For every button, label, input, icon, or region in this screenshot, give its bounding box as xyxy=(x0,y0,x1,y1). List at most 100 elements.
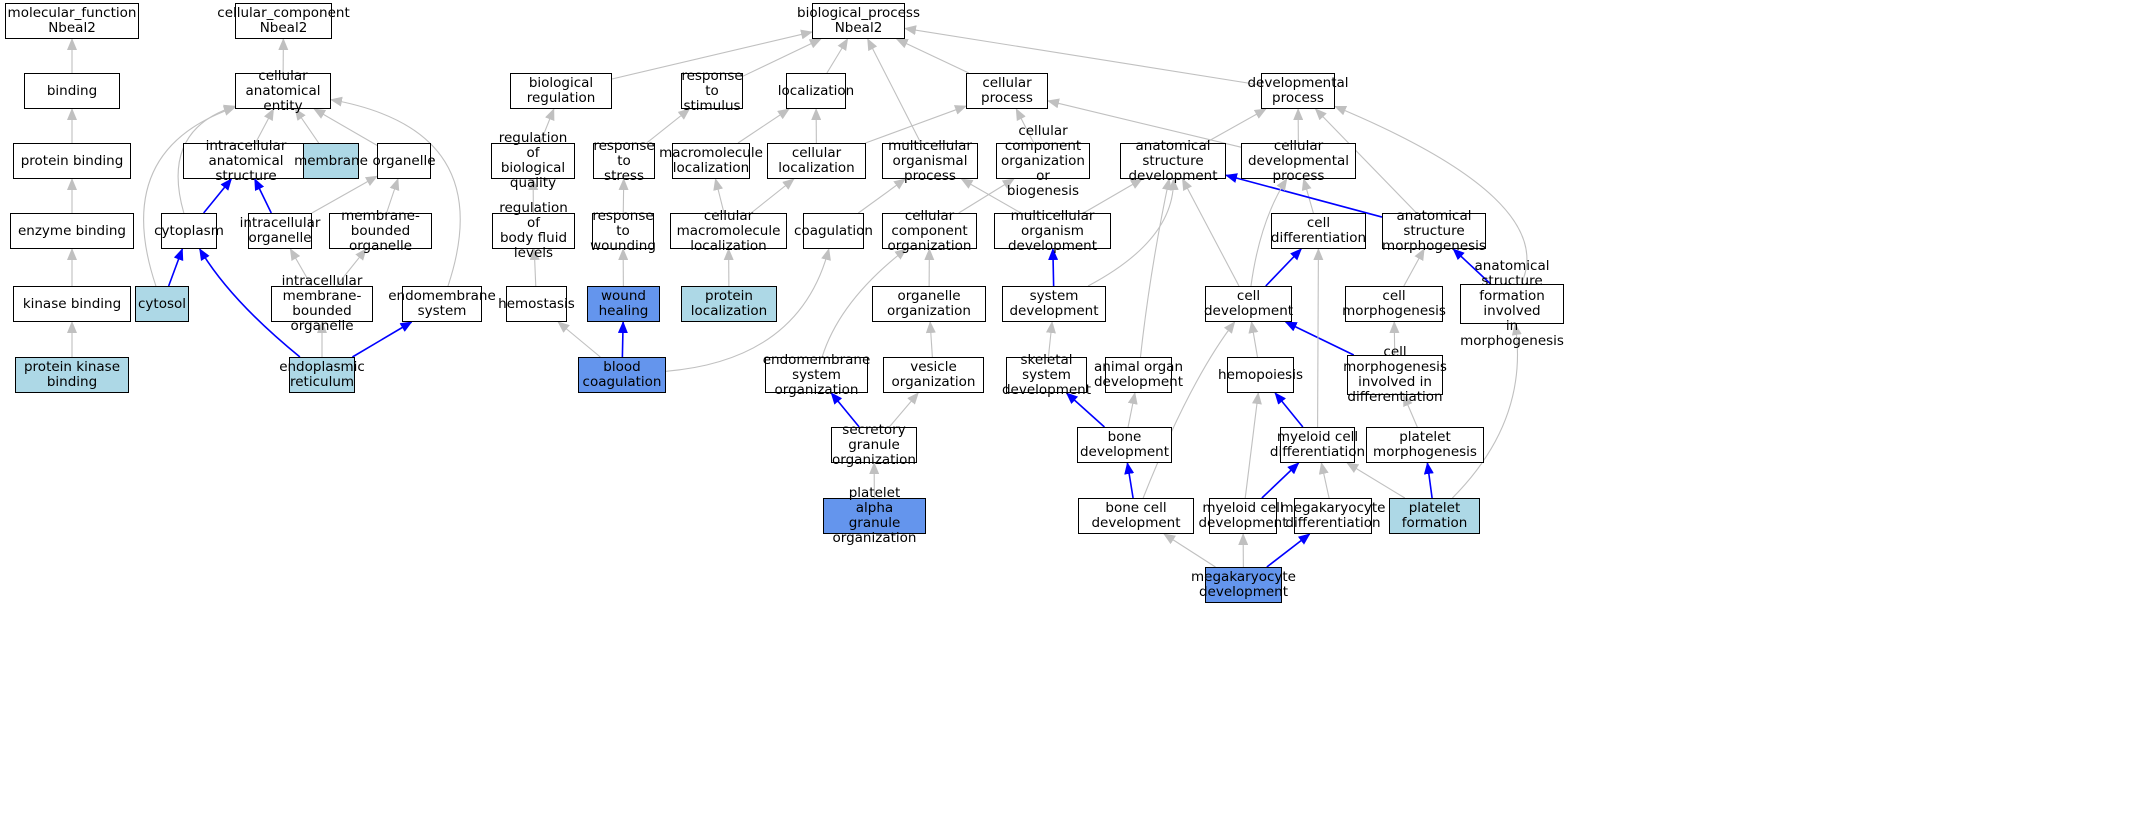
go-term-node[interactable]: intracellular organelle xyxy=(240,213,320,249)
is-a-edge xyxy=(557,321,601,358)
go-term-node[interactable]: megakaryocyte differentiation xyxy=(1281,498,1385,534)
go-term-node[interactable]: cellular developmental process xyxy=(1241,138,1356,183)
go-term-node[interactable]: megakaryocyte development xyxy=(1191,567,1296,603)
is-a-edge xyxy=(254,178,272,214)
go-term-node[interactable]: cellular_component Nbeal2 xyxy=(217,3,350,39)
is-a-edge xyxy=(826,38,849,74)
go-term-node[interactable]: cellular component organization or bioge… xyxy=(996,123,1090,198)
go-term-node[interactable]: multicellular organism development xyxy=(994,208,1111,253)
is-a-edge xyxy=(1261,462,1300,499)
is-a-edge xyxy=(1083,178,1143,214)
is-a-edge xyxy=(1142,321,1236,499)
go-term-node[interactable]: organelle xyxy=(372,143,436,179)
is-a-edge xyxy=(330,96,461,287)
go-term-node[interactable]: coagulation xyxy=(794,213,873,249)
go-term-node[interactable]: system development xyxy=(1002,286,1106,322)
go-term-node[interactable]: response to stress xyxy=(593,137,655,184)
go-term-node[interactable]: regulation of body fluid levels xyxy=(492,201,575,261)
is-a-edge xyxy=(925,321,936,358)
go-term-node[interactable]: kinase binding xyxy=(13,286,131,322)
go-term-node[interactable]: multicellular organismal process xyxy=(882,138,978,183)
go-term-node[interactable]: endomembrane system organization xyxy=(762,351,871,398)
is-a-edge xyxy=(311,175,378,214)
go-term-node[interactable]: cellular anatomical entity xyxy=(235,68,331,113)
go-term-node[interactable]: membrane xyxy=(294,143,368,179)
go-term-node[interactable]: cytoplasm xyxy=(154,213,224,249)
is-a-edge xyxy=(1452,248,1492,285)
go-term-node[interactable]: platelet morphogenesis xyxy=(1366,427,1484,463)
go-term-node[interactable]: cell morphogenesis xyxy=(1342,286,1446,322)
is-a-edge xyxy=(1266,533,1311,568)
go-term-node[interactable]: skeletal system development xyxy=(1001,351,1092,398)
go-term-node[interactable]: hemopoiesis xyxy=(1218,357,1303,393)
go-term-node[interactable]: bone development xyxy=(1077,427,1172,463)
is-a-edge xyxy=(1163,533,1216,568)
go-term-node[interactable]: binding xyxy=(24,73,120,109)
is-a-edge xyxy=(865,105,967,144)
go-term-node[interactable]: localization xyxy=(778,73,854,109)
go-term-node[interactable]: anatomical structure morphogenesis xyxy=(1382,207,1486,254)
is-a-edge xyxy=(713,178,725,214)
go-term-node[interactable]: cellular process xyxy=(966,73,1048,109)
is-a-edge xyxy=(1248,321,1259,358)
go-term-node[interactable]: myeloid cell development xyxy=(1198,498,1288,534)
go-term-node[interactable]: cell differentiation xyxy=(1271,213,1366,249)
is-a-edge xyxy=(895,38,970,74)
go-term-node[interactable]: macromolecule localization xyxy=(659,143,763,179)
go-term-node[interactable]: bone cell development xyxy=(1078,498,1194,534)
go-term-node[interactable]: protein binding xyxy=(13,143,131,179)
go-term-node[interactable]: molecular_function Nbeal2 xyxy=(5,3,139,39)
go-term-node[interactable]: wound healing xyxy=(587,286,660,322)
go-term-node[interactable]: developmental process xyxy=(1247,73,1349,109)
go-term-node[interactable]: response to stimulus xyxy=(681,67,743,114)
go-term-node[interactable]: secretory granule organization xyxy=(831,421,917,468)
is-a-edge xyxy=(1139,178,1172,358)
is-a-edge xyxy=(1065,392,1105,428)
is-a-edge xyxy=(1047,98,1242,148)
go-term-node[interactable]: biological_process Nbeal2 xyxy=(797,3,920,39)
go-term-node[interactable]: cell development xyxy=(1204,286,1293,322)
go-term-node[interactable]: biological regulation xyxy=(510,73,612,109)
go-term-node[interactable]: endomembrane system xyxy=(388,286,496,322)
is-a-edge xyxy=(904,25,1262,86)
go-term-node[interactable]: cellular macromolecule localization xyxy=(670,208,787,253)
go-term-node[interactable]: intracellular membrane-bounded organelle xyxy=(271,274,373,334)
is-a-edge xyxy=(1314,108,1417,214)
is-a-edge xyxy=(1334,105,1528,285)
is-a-edge xyxy=(1127,392,1138,428)
go-term-node[interactable]: membrane-bounded organelle xyxy=(329,208,432,253)
go-term-node[interactable]: protein localization xyxy=(681,286,777,322)
go-term-node[interactable]: cellular component organization xyxy=(882,208,977,253)
go-term-node[interactable]: organelle organization xyxy=(872,286,986,322)
is-a-edge xyxy=(867,38,922,144)
go-term-node[interactable]: cellular localization xyxy=(767,143,866,179)
is-a-edge xyxy=(199,248,301,358)
is-a-edge xyxy=(289,248,313,287)
go-term-node[interactable]: myeloid cell differentiation xyxy=(1270,427,1365,463)
is-a-edge xyxy=(1301,178,1314,214)
go-term-node[interactable]: platelet alpha granule organization xyxy=(823,486,926,546)
go-term-node[interactable]: vesicle organization xyxy=(883,357,984,393)
go-term-node[interactable]: blood coagulation xyxy=(578,357,666,393)
go-term-node[interactable]: enzyme binding xyxy=(10,213,134,249)
go-term-node[interactable]: regulation of biological quality xyxy=(491,131,575,191)
is-a-edge xyxy=(1265,248,1302,287)
is-a-edge xyxy=(203,178,232,214)
go-term-node[interactable]: hemostasis xyxy=(498,286,575,322)
go-term-node[interactable]: anatomical structure development xyxy=(1120,138,1226,183)
go-term-node[interactable]: anatomical structure formation involved … xyxy=(1460,258,1564,349)
is-a-edge xyxy=(646,108,691,144)
go-term-node[interactable]: animal organ development xyxy=(1094,357,1183,393)
is-a-edge xyxy=(821,248,907,358)
go-term-node[interactable]: response to wounding xyxy=(590,207,656,254)
go-term-node[interactable]: protein kinase binding xyxy=(15,357,129,393)
go-term-node[interactable]: cytosol xyxy=(135,286,189,322)
go-term-node[interactable]: platelet formation xyxy=(1389,498,1480,534)
is-a-edge xyxy=(335,248,367,287)
go-term-node[interactable]: endoplasmic reticulum xyxy=(279,357,365,393)
is-a-edge xyxy=(1452,323,1522,499)
go-term-node[interactable]: intracellular anatomical structure xyxy=(183,138,309,183)
is-a-edge xyxy=(539,108,555,144)
go-term-node[interactable]: cell morphogenesis involved in different… xyxy=(1343,344,1447,405)
